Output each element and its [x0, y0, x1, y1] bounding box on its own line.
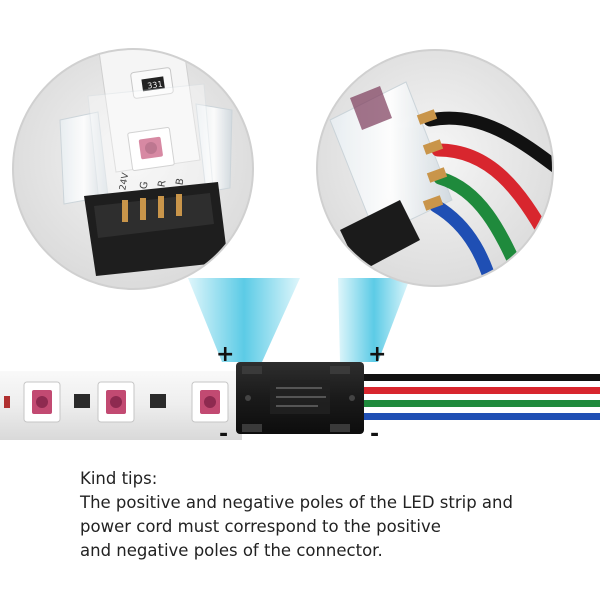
led-chip-3: [191, 381, 229, 423]
connector-body: [236, 362, 364, 434]
positive-sign-left: +: [216, 342, 235, 367]
tips-line-2: power cord must correspond to the positi…: [80, 517, 441, 536]
kind-tips-text: Kind tips: The positive and negative pol…: [80, 467, 580, 563]
light-cone-left: [188, 278, 300, 362]
light-cone-right: [338, 278, 410, 362]
resistor-2: [150, 394, 166, 408]
resistor-1: [74, 394, 90, 408]
power-cord-wires: [356, 374, 600, 420]
wire-red: [356, 387, 600, 394]
pin-label-24v: 24V: [118, 171, 131, 191]
wire-blue: [356, 413, 600, 420]
pin-label-b: B: [175, 177, 187, 186]
pin-label-r: R: [157, 179, 169, 188]
wire-black: [356, 374, 600, 381]
tips-heading: Kind tips:: [80, 469, 158, 488]
magnifier-right: [316, 49, 554, 287]
resistor-code: 331: [147, 80, 163, 91]
strip-close-up: 331: [95, 49, 201, 173]
tips-line-3: and negative poles of the connector.: [80, 541, 383, 560]
pin-label-g: G: [139, 181, 151, 191]
led-chip-2: [97, 381, 135, 423]
negative-sign-right: -: [370, 422, 380, 447]
led-strip: [0, 368, 242, 440]
negative-sign-left: -: [219, 422, 229, 447]
positive-sign-right: +: [368, 342, 387, 367]
magnifier-left: 331 24V G R B: [12, 48, 254, 290]
tips-line-1: The positive and negative poles of the L…: [80, 493, 513, 512]
wire-green: [356, 400, 600, 407]
led-chip-1: [23, 381, 61, 423]
